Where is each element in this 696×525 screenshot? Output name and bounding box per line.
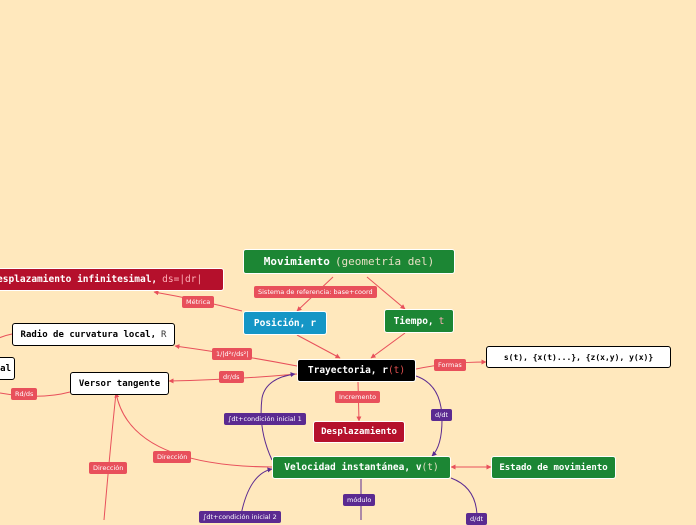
node-tiempo[interactable]: Tiempo, t bbox=[384, 309, 454, 333]
node-left-edge[interactable]: al bbox=[0, 357, 15, 380]
edge-versor-left bbox=[0, 391, 71, 397]
edge-velocidad-versor bbox=[114, 392, 273, 468]
node-versor-tangente-title: Versor tangente bbox=[78, 378, 161, 389]
node-posicion-sub: r bbox=[310, 317, 317, 329]
label-direccion-2[interactable]: Dirección bbox=[89, 462, 128, 474]
node-velocidad-instantanea[interactable]: Velocidad instantánea, v(t) bbox=[272, 456, 451, 479]
label-drds[interactable]: dr/ds bbox=[219, 371, 244, 383]
label-curvatura[interactable]: 1/|d²r/ds²| bbox=[212, 348, 253, 360]
node-left-edge-title: al bbox=[0, 363, 11, 374]
node-trayectoria-title: Trayectoria, r bbox=[307, 365, 388, 376]
label-ddt[interactable]: d/dt bbox=[431, 409, 452, 421]
node-tiempo-title: Tiempo, bbox=[393, 315, 434, 327]
node-desplazamiento-infinitesimal-title: esplazamiento infinitesimal, bbox=[0, 274, 158, 285]
label-rdrs[interactable]: Rd/ds bbox=[11, 388, 38, 400]
node-estado-movimiento[interactable]: Estado de movimiento bbox=[491, 456, 616, 479]
edge-radio-left bbox=[0, 333, 13, 339]
edge-posicion-trayectoria bbox=[296, 334, 341, 359]
label-incremento[interactable]: Incremento bbox=[335, 391, 381, 403]
node-tiempo-sub: t bbox=[438, 315, 445, 327]
node-velocidad-instantanea-title: Velocidad instantánea, v bbox=[284, 462, 422, 473]
node-movimiento-sub: (geometría del) bbox=[334, 255, 435, 268]
node-desplazamiento[interactable]: Desplazamiento bbox=[313, 421, 405, 443]
node-radio-curvatura-sub: R bbox=[161, 329, 167, 340]
edge-direccion-down bbox=[103, 392, 117, 520]
edge-tiempo-trayectoria bbox=[370, 332, 406, 359]
node-formas-title: s(t), {x(t)...}, {z(x,y), y(x)} bbox=[503, 352, 654, 362]
node-posicion[interactable]: Posición, r bbox=[243, 311, 327, 335]
node-posicion-title: Posición, bbox=[253, 317, 306, 329]
node-movimiento-title: Movimiento bbox=[263, 255, 330, 268]
edge-velocidad-trayectoria bbox=[260, 372, 296, 461]
node-formas[interactable]: s(t), {x(t)...}, {z(x,y), y(x)} bbox=[486, 346, 671, 368]
node-radio-curvatura-title: Radio de curvatura local, bbox=[20, 329, 157, 340]
node-versor-tangente[interactable]: Versor tangente bbox=[70, 372, 169, 395]
node-velocidad-instantanea-sub: (t) bbox=[421, 462, 439, 473]
label-ddt-2[interactable]: d/dt bbox=[466, 513, 487, 525]
label-sistema-referencia[interactable]: Sistema de referencia: base+coord bbox=[254, 286, 377, 298]
node-trayectoria-sub: (t) bbox=[387, 365, 406, 376]
label-integral-2[interactable]: ∫dt+condición inicial 2 bbox=[199, 511, 281, 523]
node-movimiento[interactable]: Movimiento (geometría del) bbox=[243, 249, 455, 274]
label-metrica[interactable]: Métrica bbox=[182, 296, 215, 308]
node-trayectoria[interactable]: Trayectoria, r(t) bbox=[297, 359, 416, 382]
edge-movimiento-tiempo bbox=[366, 276, 406, 310]
node-estado-movimiento-title: Estado de movimiento bbox=[499, 462, 608, 473]
label-integral-1[interactable]: ∫dt+condición inicial 1 bbox=[224, 413, 306, 425]
label-formas[interactable]: Formas bbox=[434, 359, 466, 371]
label-direccion-1[interactable]: Dirección bbox=[153, 451, 192, 463]
node-desplazamiento-infinitesimal[interactable]: esplazamiento infinitesimal, ds=|dr| bbox=[0, 268, 224, 291]
node-radio-curvatura[interactable]: Radio de curvatura local, R bbox=[12, 323, 175, 346]
label-modulo[interactable]: módulo bbox=[343, 494, 376, 506]
node-desplazamiento-title: Desplazamiento bbox=[321, 427, 397, 437]
node-desplazamiento-infinitesimal-sub: ds=|dr| bbox=[162, 274, 203, 285]
